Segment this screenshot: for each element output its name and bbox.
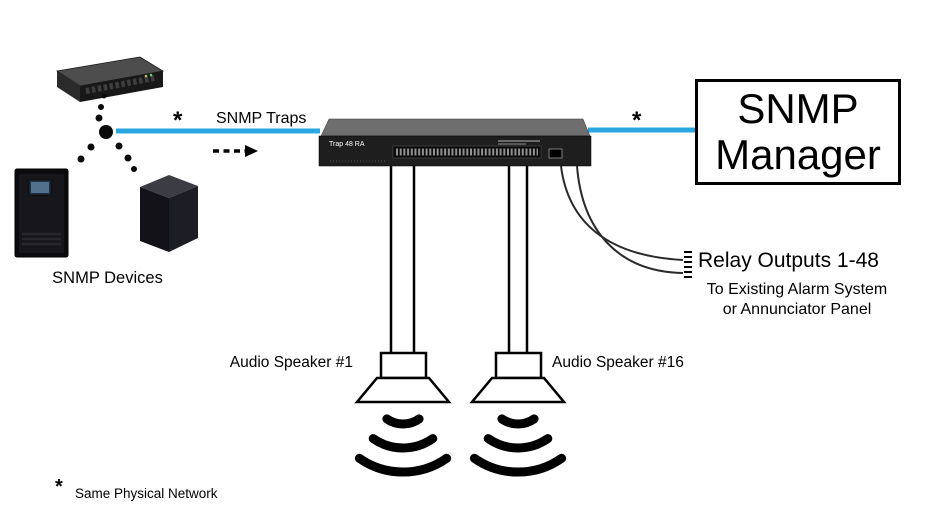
relay-note-line2: or Annunciator Panel: [722, 301, 872, 319]
speaker-wires: [389, 166, 529, 353]
sound-waves-1-icon: [354, 414, 452, 477]
snmp-manager-line1: SNMP: [737, 84, 859, 132]
server-device-icon: [140, 175, 198, 252]
relay-connector-icon: [684, 251, 692, 278]
speaker-1-icon: [354, 351, 452, 404]
right-asterisk: *: [632, 107, 642, 134]
footnote-asterisk: *: [55, 476, 63, 498]
speaker-16-icon: [469, 351, 567, 404]
audio-speaker-1-label: Audio Speaker #1: [229, 354, 353, 371]
snmp-manager-node: SNMP Manager: [695, 79, 901, 185]
relay-note: To Existing Alarm System or Annunciator …: [688, 280, 906, 321]
snmp-devices-label: SNMP Devices: [52, 269, 163, 287]
snmp-manager-line2: Manager: [715, 131, 881, 178]
snmp-traps-label: SNMP Traps: [216, 110, 307, 127]
relay-cables-icon: [560, 165, 684, 274]
footnote-text: Same Physical Network: [75, 486, 218, 501]
network-switch-icon: [55, 56, 165, 102]
ups-device-icon: [14, 168, 69, 258]
snmp-traps-arrow-icon: [213, 145, 258, 157]
sound-waves-16-icon: [469, 414, 567, 477]
relay-outputs-label: Relay Outputs 1-48: [698, 249, 879, 272]
left-asterisk: *: [173, 107, 183, 134]
trap-unit-icon: Trap 48 RA: [318, 118, 592, 167]
audio-speaker-16-label: Audio Speaker #16: [552, 354, 684, 371]
dotted-connection: [77, 93, 137, 172]
trap-unit-label: Trap 48 RA: [329, 141, 365, 148]
relay-note-line1: To Existing Alarm System: [706, 281, 888, 298]
